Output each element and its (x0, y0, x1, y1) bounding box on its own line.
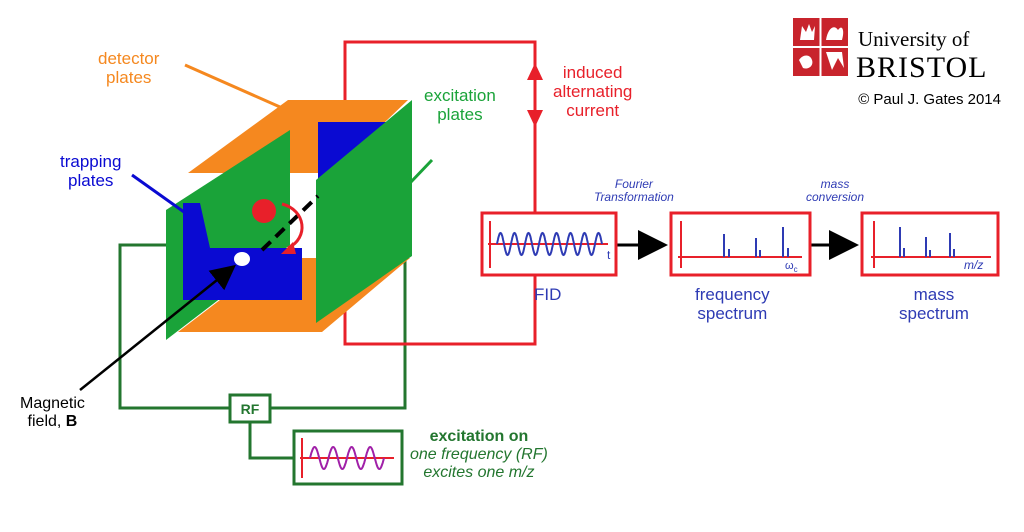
frequency-spectrum-box (669, 211, 812, 277)
frequency-axis-label: ωc (785, 260, 798, 274)
top-detector-plate (188, 100, 408, 173)
mass-peaks (899, 227, 955, 257)
induced-current-arrows (527, 63, 543, 127)
excitation-note: excitation on one frequency (RF) excites… (410, 428, 548, 481)
ion (252, 199, 276, 223)
fid-axis-label: t (607, 248, 611, 262)
mass-spectrum-box (860, 211, 1000, 277)
rf-waveform (309, 445, 385, 471)
magnetic-field-label: Magnetic field, B (20, 395, 85, 430)
fid-label: FID (534, 285, 562, 304)
university-crest (793, 18, 848, 76)
rf-label: RF (241, 401, 260, 417)
icr-cell (166, 100, 412, 340)
rf-box (228, 393, 272, 424)
copyright: © Paul J. Gates 2014 (858, 91, 1001, 108)
fid-waveform (496, 231, 603, 257)
frequency-peaks (723, 227, 789, 257)
current-circuit (343, 40, 537, 346)
university-line2: BRISTOL (856, 51, 987, 84)
field-entry-point (234, 252, 250, 266)
mass-axis-label: m/z (964, 258, 983, 272)
rear-excitation-plate (316, 100, 412, 323)
university-line1: University of (858, 27, 969, 51)
